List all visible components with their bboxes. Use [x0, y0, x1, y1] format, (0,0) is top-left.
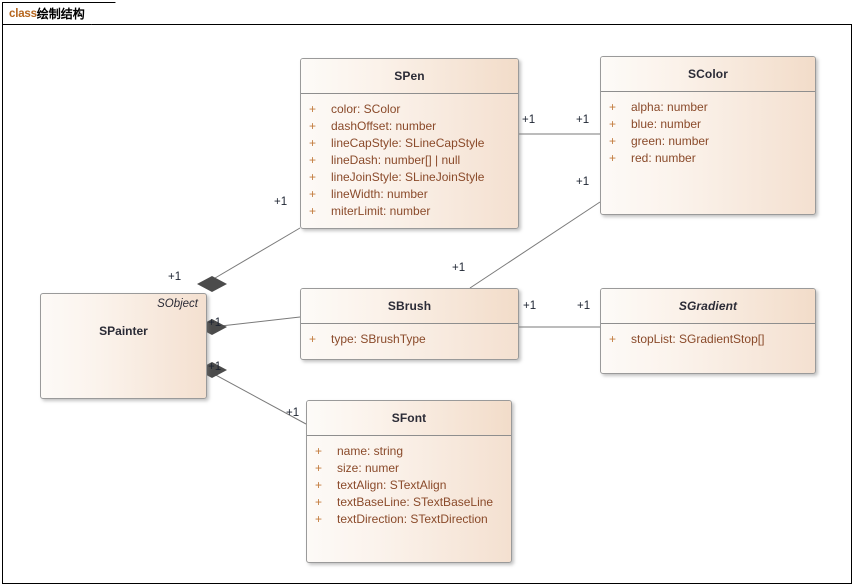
attribute-row: + lineJoinStyle: SLineJoinStyle [301, 169, 518, 186]
attribute-row: + green: number [601, 133, 815, 150]
class-header-spen: SPen [301, 59, 518, 94]
attribute-visibility: + [315, 444, 323, 458]
attribute-visibility: + [309, 102, 317, 116]
attribute-row: + alpha: number [601, 99, 815, 116]
attribute-text: size: numer [337, 461, 400, 475]
attribute-row: + dashOffset: number [301, 118, 518, 135]
class-stereotype-spainter: SObject [157, 298, 198, 310]
attribute-row: + miterLimit: number [301, 203, 518, 220]
diagram-keyword: class [9, 7, 37, 20]
attribute-row: + textBaseLine: STextBaseLine [307, 494, 511, 511]
attribute-text: blue: number [631, 117, 702, 131]
attribute-row: + lineDash: number[] | null [301, 152, 518, 169]
class-header-sfont: SFont [307, 401, 511, 436]
attribute-text: miterLimit: number [331, 204, 431, 218]
connector-painter-brush [211, 316, 301, 328]
multiplicity-pen-color-src: +1 [522, 114, 536, 126]
attribute-visibility: + [315, 461, 323, 475]
class-box-spen[interactable]: SPen + color: SColor + dashOffset: numbe… [300, 58, 519, 229]
attribute-text: textAlign: STextAlign [337, 478, 447, 492]
multiplicity-brush-color-src: +1 [452, 262, 466, 274]
class-header-scolor: SColor [601, 57, 815, 92]
class-box-sbrush[interactable]: SBrush + type: SBrushType [300, 288, 519, 360]
attribute-row: + name: string [307, 443, 511, 460]
attribute-row: + textAlign: STextAlign [307, 477, 511, 494]
attribute-visibility: + [609, 332, 617, 346]
attribute-visibility: + [315, 478, 323, 492]
attribute-visibility: + [309, 170, 317, 184]
class-name-sbrush: SBrush [387, 299, 432, 313]
multiplicity-font-end: +1 [286, 407, 300, 419]
attribute-text: red: number [631, 151, 696, 165]
attribute-row: + type: SBrushType [301, 331, 518, 348]
attribute-row: + lineWidth: number [301, 186, 518, 203]
class-name-spainter: SPainter [99, 324, 148, 338]
attribute-text: alpha: number [631, 100, 708, 114]
multiplicity-brush-gradient-dst: +1 [577, 300, 591, 312]
multiplicity-brush-gradient-src: +1 [523, 300, 537, 312]
attribute-visibility: + [309, 204, 317, 218]
attribute-text: stopList: SGradientStop[] [631, 332, 765, 346]
connector-painter-pen [209, 227, 301, 282]
connector-brush-color [469, 201, 601, 289]
attribute-visibility: + [315, 512, 323, 526]
multiplicity-painter-pen: +1 [168, 271, 182, 283]
attribute-visibility: + [609, 117, 617, 131]
attribute-row: + textDirection: STextDirection [307, 511, 511, 528]
class-header-sgradient: SGradient [601, 289, 815, 324]
class-attributes-sbrush: + type: SBrushType [301, 324, 518, 354]
attribute-visibility: + [609, 100, 617, 114]
attribute-row: + stopList: SGradientStop[] [601, 331, 815, 348]
attribute-text: green: number [631, 134, 710, 148]
class-box-sfont[interactable]: SFont + name: string + size: numer + tex… [306, 400, 512, 563]
attribute-text: color: SColor [331, 102, 401, 116]
attribute-text: lineCapStyle: SLineCapStyle [331, 136, 485, 150]
attribute-visibility: + [309, 187, 317, 201]
class-attributes-sfont: + name: string + size: numer + textAlign… [307, 436, 511, 534]
class-attributes-scolor: + alpha: number + blue: number + green: … [601, 92, 815, 173]
diamond-painter-pen [197, 276, 227, 292]
attribute-text: name: string [337, 444, 404, 458]
multiplicity-painter-font: +1 [208, 361, 222, 373]
class-box-sgradient[interactable]: SGradient + stopList: SGradientStop[] [600, 288, 816, 374]
class-name-scolor: SColor [688, 67, 728, 81]
multiplicity-pen-painter-end: +1 [274, 196, 288, 208]
class-name-sgradient: SGradient [678, 299, 738, 313]
multiplicity-painter-brush: +1 [208, 317, 222, 329]
attribute-text: textBaseLine: STextBaseLine [337, 495, 494, 509]
attribute-text: type: SBrushType [331, 332, 426, 346]
class-name-spen: SPen [394, 69, 425, 83]
attribute-row: + color: SColor [301, 101, 518, 118]
attribute-visibility: + [309, 119, 317, 133]
attribute-row: + size: numer [307, 460, 511, 477]
class-box-spainter[interactable]: SObject SPainter [40, 293, 207, 399]
connector-painter-font [211, 372, 307, 425]
class-header-sbrush: SBrush [301, 289, 518, 324]
class-box-scolor[interactable]: SColor + alpha: number + blue: number + … [600, 56, 816, 215]
attribute-text: dashOffset: number [331, 119, 437, 133]
class-attributes-sgradient: + stopList: SGradientStop[] [601, 324, 815, 354]
attribute-visibility: + [309, 153, 317, 167]
attribute-text: lineJoinStyle: SLineJoinStyle [331, 170, 485, 184]
diagram-title: 绘制结构 [36, 7, 85, 21]
attribute-text: textDirection: STextDirection [337, 512, 488, 526]
class-attributes-spen: + color: SColor + dashOffset: number + l… [301, 94, 518, 226]
attribute-visibility: + [309, 136, 317, 150]
attribute-visibility: + [315, 495, 323, 509]
attribute-row: + blue: number [601, 116, 815, 133]
attribute-visibility: + [309, 332, 317, 346]
attribute-row: + lineCapStyle: SLineCapStyle [301, 135, 518, 152]
class-name-sfont: SFont [391, 411, 427, 425]
attribute-visibility: + [609, 151, 617, 165]
attribute-visibility: + [609, 134, 617, 148]
attribute-row: + red: number [601, 150, 815, 167]
attribute-text: lineWidth: number [331, 187, 428, 201]
multiplicity-pen-color-dst: +1 [576, 114, 590, 126]
attribute-text: lineDash: number[] | null [331, 153, 461, 167]
multiplicity-brush-color-dst: +1 [576, 176, 590, 188]
